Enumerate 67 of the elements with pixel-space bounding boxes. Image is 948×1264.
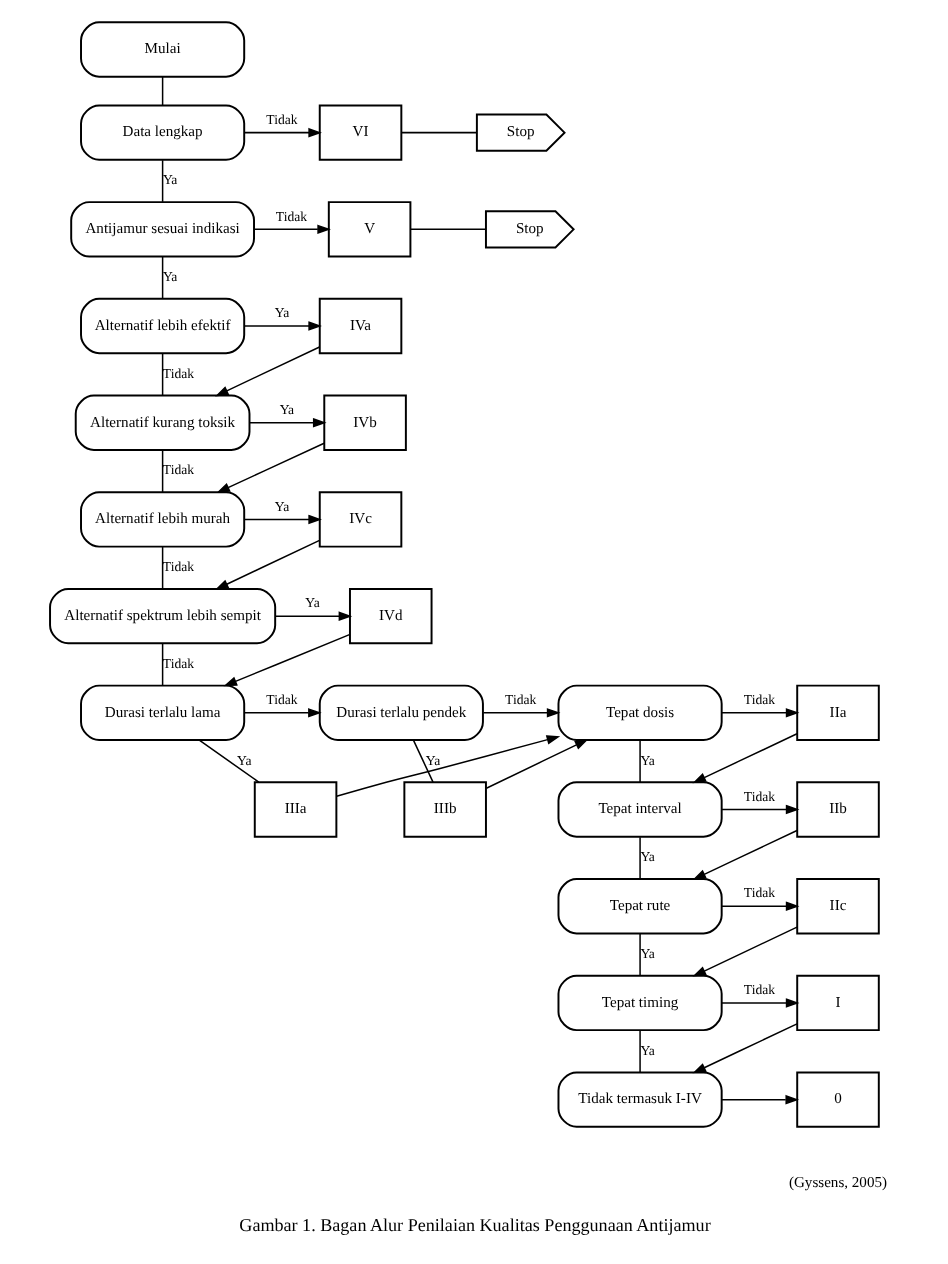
node-box: IVb [322,394,406,451]
arrow [243,708,321,718]
connector [160,76,163,107]
connector [160,643,163,687]
node-box: Mulai [79,21,245,78]
label: (Gyssens, 2005) [787,1172,887,1191]
connector [638,933,640,977]
node-box: I [795,974,879,1032]
node-box: Tidak termasuk I-IV [556,1071,722,1128]
node-box: IIIb [402,781,486,838]
arrow [720,1094,799,1105]
arrow [334,735,560,797]
node-box: Durasi terlalu pendek [317,684,483,741]
arrow [484,739,588,789]
caption: Gambar 1. Bagan Alur Penilaian Kualitas Penggunaan Antijamur [238,1214,710,1235]
connector [197,739,259,783]
arrow [214,346,320,397]
node-box: IVd [348,587,432,645]
node-box: Tepat dosis [556,684,722,741]
node-box: Tepat interval [556,781,722,838]
node-box: 0 [795,1071,879,1128]
node-box: IIc [795,878,879,935]
arrow [242,127,321,138]
connector [160,546,163,590]
node-box: Durasi terlalu lama [79,684,245,741]
connector [160,449,163,493]
arrow [242,321,321,331]
node-box: Alternatif lebih efektif [79,297,245,355]
node-box: Data lengkap [79,104,245,161]
arrow [481,708,560,718]
arrow [691,733,797,784]
node-box: IIIa [252,781,337,838]
node-box: V [326,201,411,258]
connector [400,131,477,134]
node-box: Alternatif lebih murah [79,491,245,548]
arrow [719,804,799,815]
node-box: Tepat rute [556,878,722,935]
arrow [691,926,797,977]
node-box: IIb [795,781,879,838]
arrow [691,829,797,880]
node-box: IVc [317,491,402,548]
arrow [719,901,799,911]
connector [160,256,163,300]
node-box: Alternatif kurang toksik [73,394,250,451]
node-box: Tepat timing [556,974,722,1032]
connector [638,1029,640,1073]
arrow [247,417,326,428]
arrow [273,611,352,621]
arrow [214,539,320,590]
arrow [719,998,799,1008]
arrow [215,442,324,494]
arrow [222,633,350,687]
node-box: Alternatif spektrum lebih sempit [48,587,276,645]
connector [638,836,640,880]
arrow [719,708,799,718]
node-box: IVa [317,297,402,355]
arrow [252,224,330,235]
node-box: VI [317,104,402,161]
node-box: IIa [795,684,879,741]
arrow [242,514,321,525]
connector [160,352,163,396]
node-box: Antijamur sesuai indikasi [69,201,254,258]
arrow [691,1023,797,1074]
connector [409,228,486,231]
connector [160,159,163,203]
connector [638,739,640,783]
connector [411,739,433,783]
